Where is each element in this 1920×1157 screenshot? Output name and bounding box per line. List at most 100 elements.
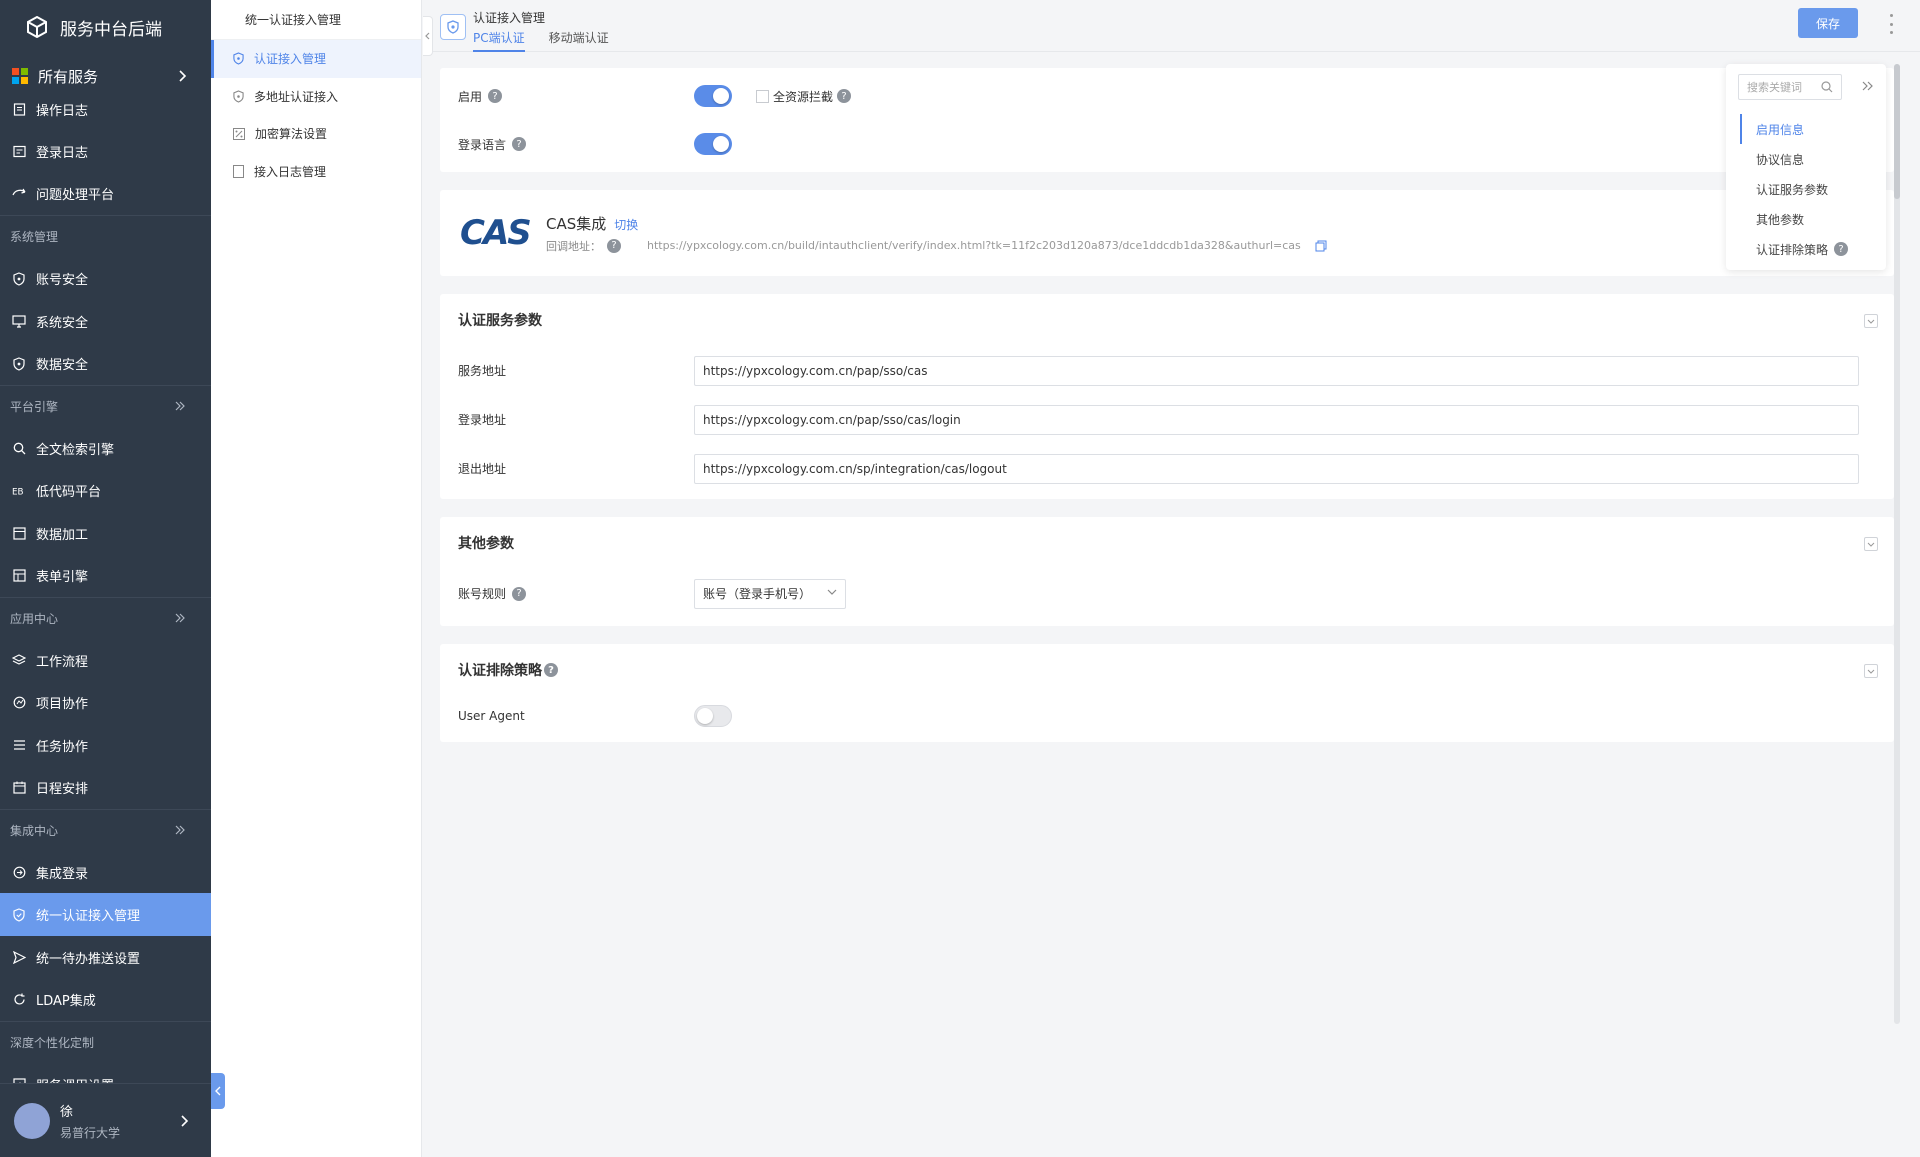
sidebar-item[interactable]: 账号安全 [0,258,211,300]
help-icon[interactable]: ? [488,89,503,103]
tab[interactable]: PC端认证 [473,29,525,52]
copy-icon[interactable] [1315,240,1327,252]
shield-module-icon [440,14,466,40]
nav-group-header[interactable]: 应用中心 [0,596,211,639]
list-icon [12,738,26,752]
login-log-icon [12,145,26,159]
sidebar-item[interactable]: 操作日志 [0,88,211,130]
param-input[interactable] [694,355,1859,386]
collapse-subnav-button[interactable] [423,16,433,56]
user-profile[interactable]: 徐 易普行大学 [0,1083,211,1157]
percent-icon [233,127,245,140]
sidebar-item[interactable]: 集成登录 [0,851,211,893]
help-icon[interactable]: ? [512,137,527,151]
search-icon [12,441,26,455]
collapse-sidebar-button[interactable] [211,1073,225,1109]
login-language-row: 登录语言? [440,120,1894,168]
sidebar-item[interactable]: 登录日志 [0,130,211,172]
sidebar-item[interactable]: 日程安排 [0,766,211,808]
tool-icon [12,187,26,201]
sidebar-item[interactable]: 数据加工 [0,512,211,554]
help-icon[interactable]: ? [837,89,852,103]
save-button[interactable]: 保存 [1798,8,1858,38]
double-chevron-right-icon [175,401,185,411]
nav-group-header[interactable]: 系统管理 [0,215,211,257]
full-resource-checkbox[interactable] [756,89,769,103]
subnav-item[interactable]: 加密算法设置 [211,115,421,153]
sidebar-item-label: 统一认证接入管理 [36,909,141,925]
sidebar-item[interactable]: LDAP集成 [0,978,211,1020]
login-language-toggle[interactable] [694,133,732,155]
sidebar-item[interactable]: 任务协作 [0,724,211,766]
nav-group-header[interactable]: 平台引擎 [0,384,211,427]
main-area: 认证接入管理 PC端认证 移动端认证 保存 启用? 全资源拦截 ? 登录语言? [423,0,1920,1157]
chevron-down-icon[interactable] [1864,537,1878,551]
anchor-search-placeholder: 搜索关键词 [1747,81,1802,94]
scrollbar[interactable] [1894,64,1900,1024]
anchor-item[interactable]: 认证排除策略? [1740,234,1876,264]
sidebar-item[interactable]: 数据安全 [0,342,211,384]
full-resource-label: 全资源拦截 [773,89,834,104]
nav-group-label: 深度个性化定制 [10,1035,95,1050]
anchor-item[interactable]: 启用信息 [1740,114,1876,144]
subnav-item[interactable]: 多地址认证接入 [211,78,421,116]
subnav-item[interactable]: 认证接入管理 [211,40,421,78]
scrollbar-thumb[interactable] [1894,64,1900,199]
help-icon[interactable]: ? [1834,242,1849,256]
anchor-item[interactable]: 协议信息 [1740,144,1876,174]
anchor-item[interactable]: 认证服务参数 [1740,174,1876,204]
brand-title: 服务中台后端 [60,19,162,40]
help-icon[interactable]: ? [512,586,527,601]
nav-group-header[interactable]: 集成中心 [0,808,211,851]
user-name: 徐 [60,1104,74,1120]
double-chevron-right-icon [175,613,185,623]
double-chevron-right-icon[interactable] [1862,80,1874,92]
subnav-title: 统一认证接入管理 [211,0,421,40]
sidebar-item[interactable]: 统一认证接入管理 [0,893,211,936]
cas-switch-link[interactable]: 切换 [614,217,639,232]
svg-text:EB: EB [12,487,24,497]
sidebar-item[interactable]: 全文检索引擎 [0,427,211,469]
log-icon [12,102,26,116]
tab[interactable]: 移动端认证 [548,31,609,45]
param-row: 服务地址 [440,346,1894,395]
sidebar-item[interactable]: 系统安全 [0,300,211,342]
sidebar-item-label: 数据加工 [36,527,89,543]
chevron-right-icon [181,1114,189,1127]
nav-group-header[interactable]: 深度个性化定制 [0,1020,211,1063]
subnav-item[interactable]: 接入日志管理 [211,153,421,191]
chevron-down-icon [827,589,837,595]
sub-sidebar: 统一认证接入管理 认证接入管理多地址认证接入加密算法设置接入日志管理 [211,0,422,1157]
param-label: 登录地址 [458,413,507,427]
more-options-icon[interactable] [1886,14,1896,34]
enable-toggle[interactable] [694,85,732,107]
section-title: 其他参数 [458,536,514,552]
sidebar-item[interactable]: 服务调用设置 [0,1063,211,1083]
layers-icon [12,653,26,667]
anchor-search-input[interactable]: 搜索关键词 [1738,74,1842,100]
account-rule-select[interactable]: 账号（登录手机号） [694,578,846,609]
sidebar-item[interactable]: 统一待办推送设置 [0,936,211,978]
login-icon [12,865,26,879]
calendar-icon [12,780,26,794]
enable-row: 启用? 全资源拦截 ? [440,72,1894,120]
sidebar-item[interactable]: 工作流程 [0,639,211,681]
param-row: 登录地址 [440,395,1894,444]
chevron-down-icon[interactable] [1864,314,1878,328]
help-icon[interactable]: ? [544,663,558,677]
all-services-button[interactable]: 所有服务 [0,54,211,98]
sidebar-item[interactable]: 表单引擎 [0,554,211,596]
page-title: 认证接入管理 [473,11,546,25]
sidebar-item[interactable]: 问题处理平台 [0,173,211,215]
chevron-down-icon[interactable] [1864,664,1878,678]
sidebar-item-label: LDAP集成 [36,993,96,1009]
help-icon[interactable]: ? [607,238,621,253]
param-input[interactable] [694,404,1859,435]
user-agent-toggle[interactable] [694,705,732,727]
param-input[interactable] [694,453,1859,484]
sidebar-item[interactable]: 项目协作 [0,681,211,723]
sidebar-item-label: 账号安全 [36,273,89,289]
anchor-item[interactable]: 其他参数 [1740,204,1876,234]
grid-apps-icon [12,68,28,84]
